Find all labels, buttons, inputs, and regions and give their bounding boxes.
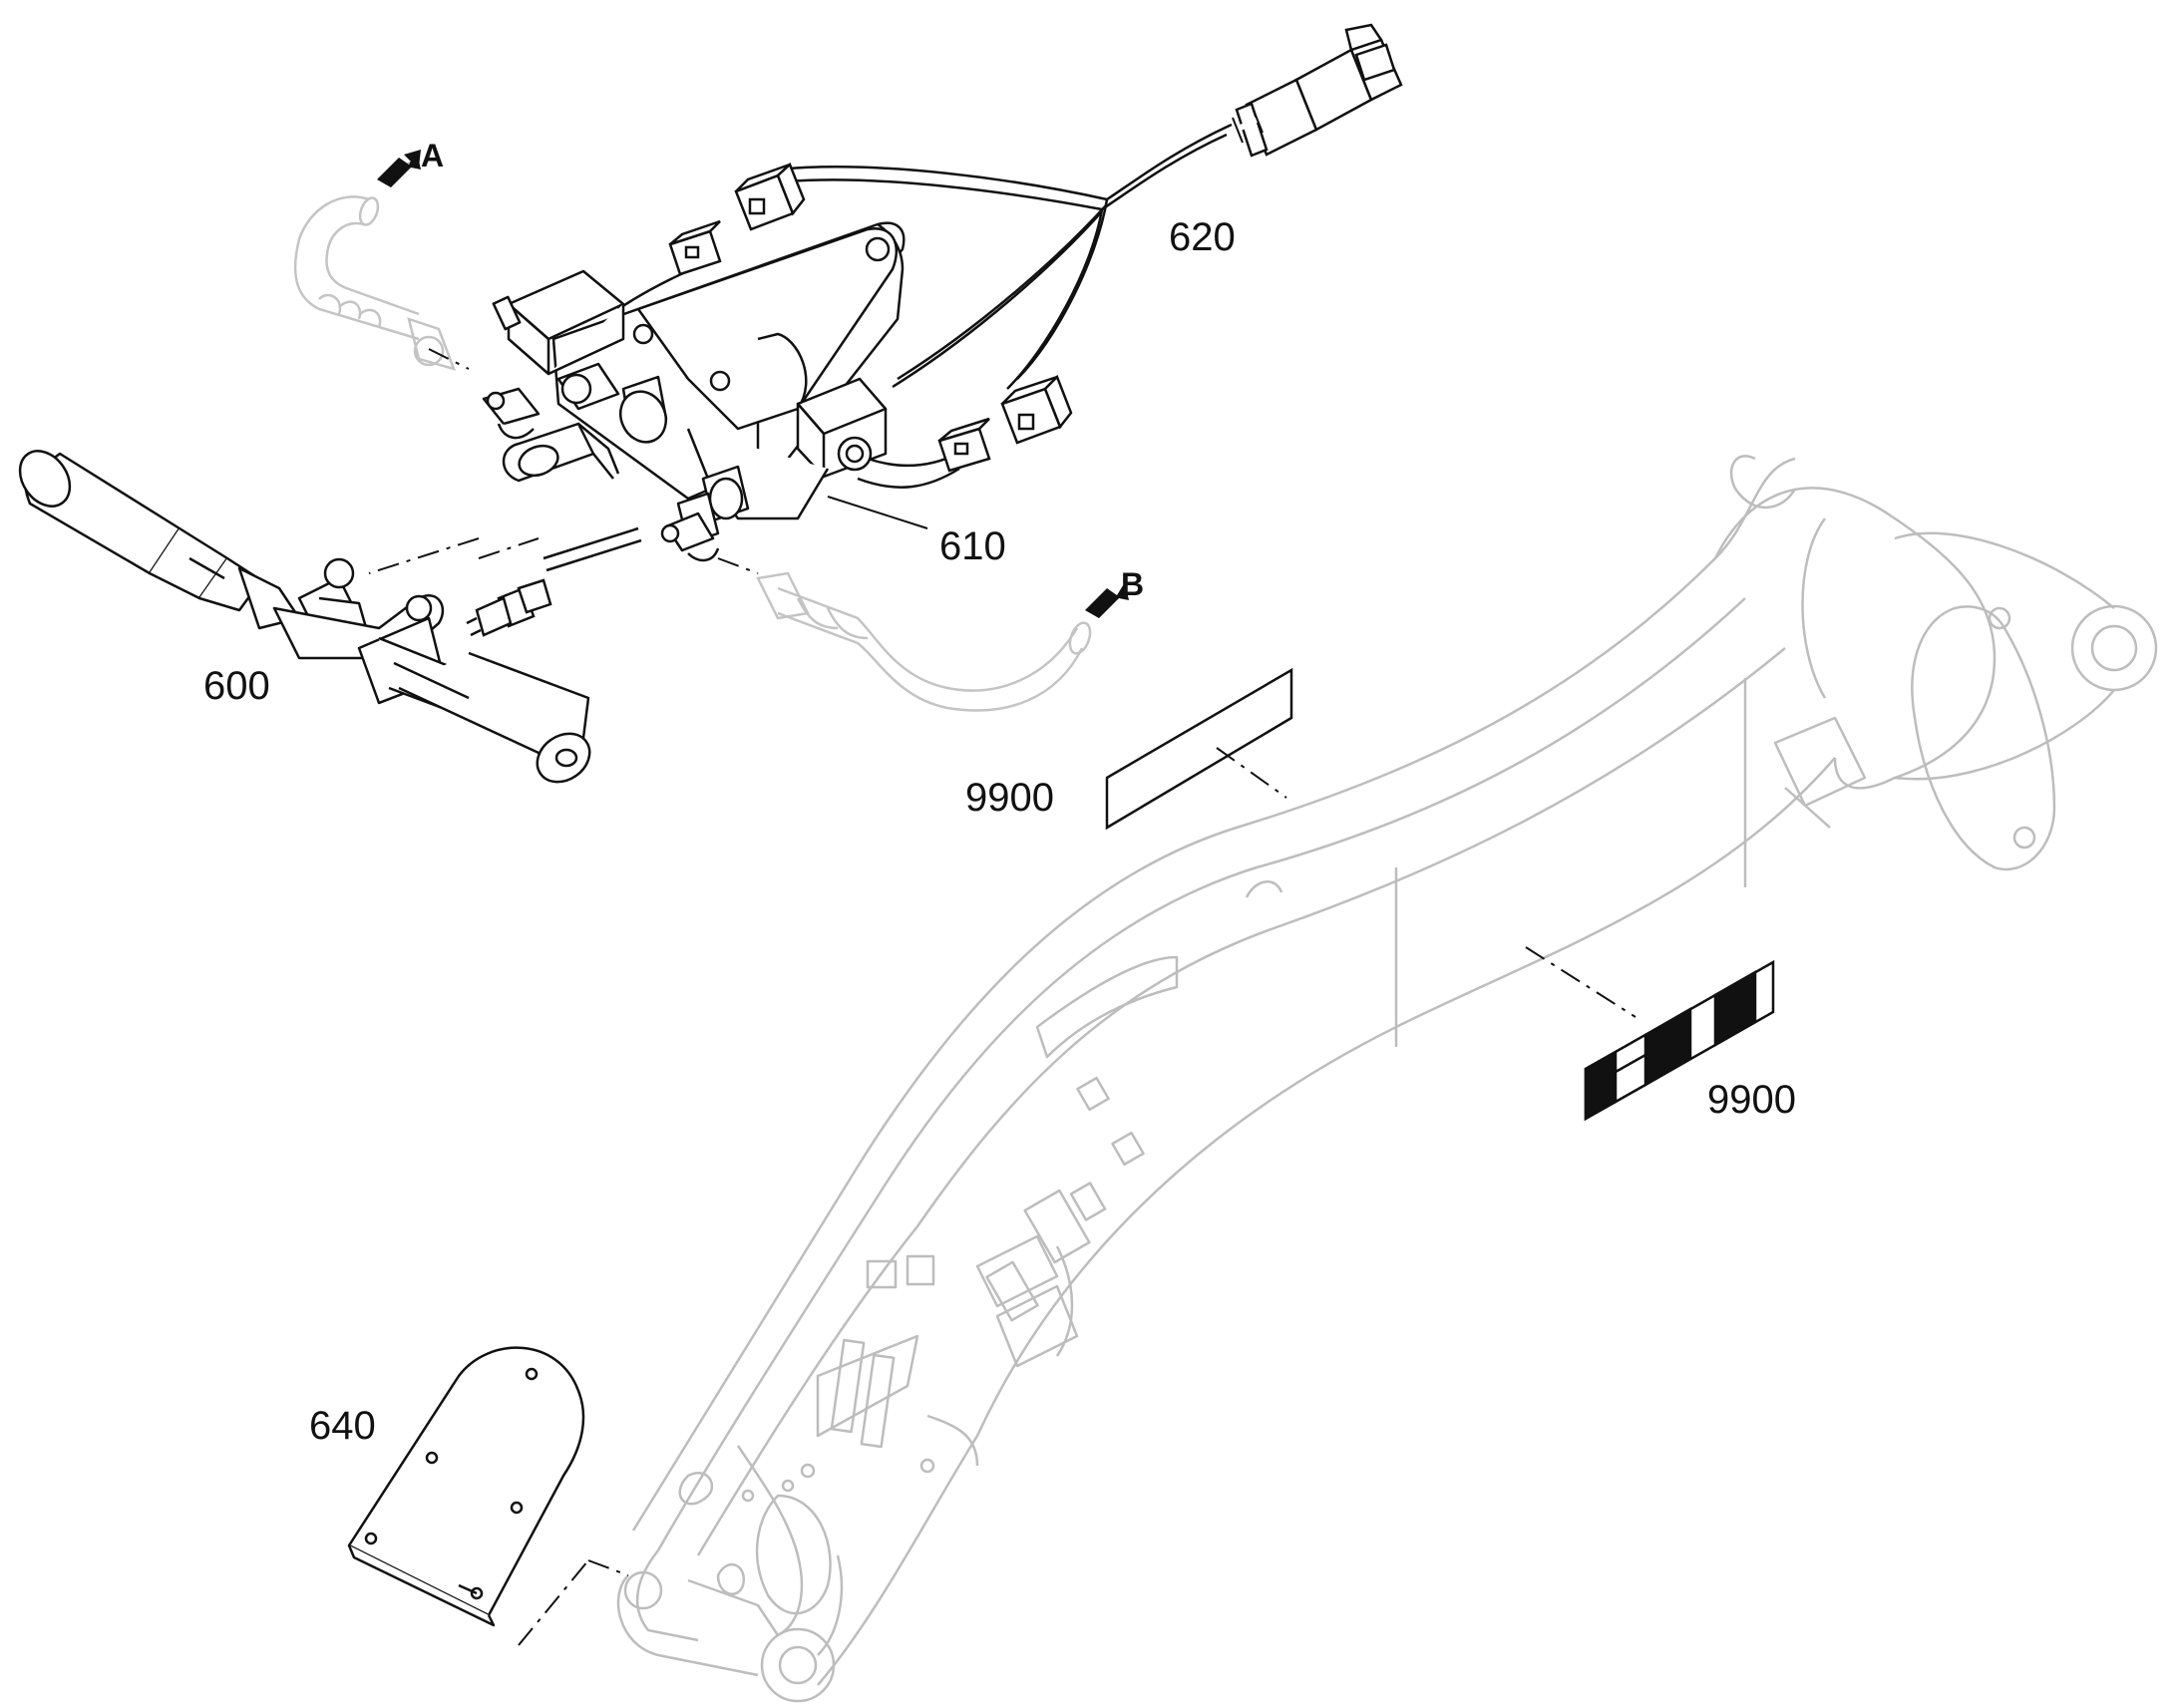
decal-9900-left — [1105, 667, 1293, 831]
small-fitting — [466, 526, 642, 637]
boom-arm — [616, 455, 2158, 1703]
cylinder-600 — [18, 450, 591, 784]
harness-plug — [1235, 23, 1403, 158]
hose-a — [293, 195, 457, 371]
part-label-9900-left: 9900 — [965, 776, 1054, 820]
leader-lines — [368, 348, 1636, 1646]
arrow-a-icon — [377, 150, 421, 187]
arrow-b-icon — [1085, 582, 1129, 618]
part-label-620: 620 — [1169, 215, 1236, 259]
valve-block-610 — [482, 221, 906, 562]
part-label-9900-right: 9900 — [1707, 1078, 1796, 1122]
arrow-a-label: A — [421, 138, 445, 173]
decal-9900-right — [1584, 959, 1775, 1122]
part-label-610: 610 — [939, 524, 1006, 568]
part-label-600: 600 — [203, 664, 270, 708]
connector-near-block — [668, 219, 722, 276]
cover-plate-640 — [347, 1346, 585, 1627]
label-leaders — [827, 496, 928, 529]
connector-upper-left — [734, 162, 806, 231]
connector-lower-right — [937, 417, 991, 473]
connector-right — [1000, 374, 1073, 445]
part-label-640: 640 — [309, 1404, 376, 1448]
eye-bracket — [502, 422, 620, 483]
cable-harness-620 — [617, 123, 1233, 489]
arrow-b-label: B — [1121, 566, 1145, 602]
hose-b — [756, 571, 1092, 712]
